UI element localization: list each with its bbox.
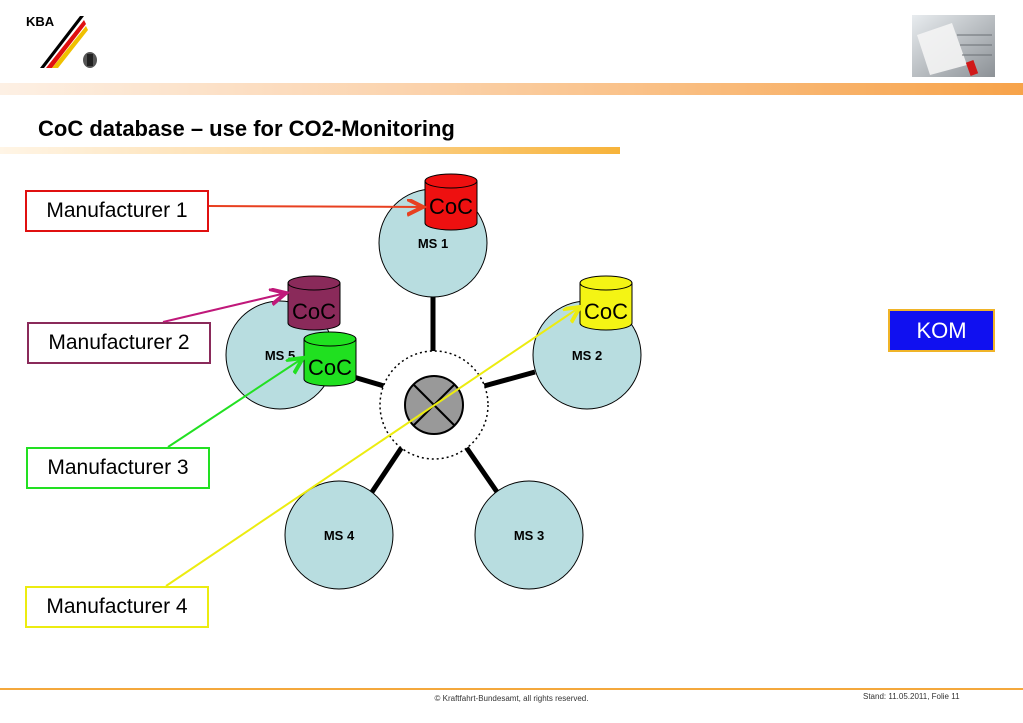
ms3-label: MS 3	[514, 528, 544, 543]
kom-box: KOM	[888, 309, 995, 352]
coc-label-yellow: CoC	[584, 299, 628, 324]
hub-connections	[329, 296, 536, 494]
footer-line	[0, 688, 1023, 690]
ms4-node: MS 4	[284, 480, 394, 590]
ms5-label: MS 5	[265, 348, 295, 363]
manufacturer-3-box: Manufacturer 3	[26, 447, 210, 489]
coc-label-green: CoC	[308, 355, 352, 380]
coc-db-yellow: CoC	[579, 275, 633, 331]
manufacturer-2-box: Manufacturer 2	[27, 322, 211, 364]
keyboard-photo	[912, 15, 995, 77]
slide-info: Stand: 11.05.2011, Folie 11	[863, 692, 960, 701]
eagle-icon	[83, 52, 97, 68]
header-bar	[0, 83, 1023, 95]
arrow-m1	[208, 206, 423, 207]
coc-db-green: CoC	[303, 331, 357, 387]
ms1-label: MS 1	[418, 236, 448, 251]
ms2-label: MS 2	[572, 348, 602, 363]
manufacturer-4-box: Manufacturer 4	[25, 586, 209, 628]
arrow-m2	[162, 293, 286, 323]
arrow-m3	[167, 358, 303, 448]
coc-label-red: CoC	[429, 194, 473, 219]
copyright-text: © Kraftfahrt-Bundesamt, all rights reser…	[434, 694, 589, 703]
coc-db-red: CoC	[424, 173, 478, 231]
ms4-label: MS 4	[324, 528, 355, 543]
arrow-m4	[165, 307, 580, 587]
kba-logo	[40, 16, 97, 68]
coc-label-purple: CoC	[292, 299, 336, 324]
page-title: CoC database – use for CO2-Monitoring	[38, 116, 455, 141]
ms3-node: MS 3	[474, 480, 584, 590]
kba-logo-text: KBA	[26, 14, 55, 29]
title-underline	[0, 147, 620, 154]
coc-db-purple: CoC	[287, 275, 341, 331]
manufacturer-1-box: Manufacturer 1	[25, 190, 209, 232]
